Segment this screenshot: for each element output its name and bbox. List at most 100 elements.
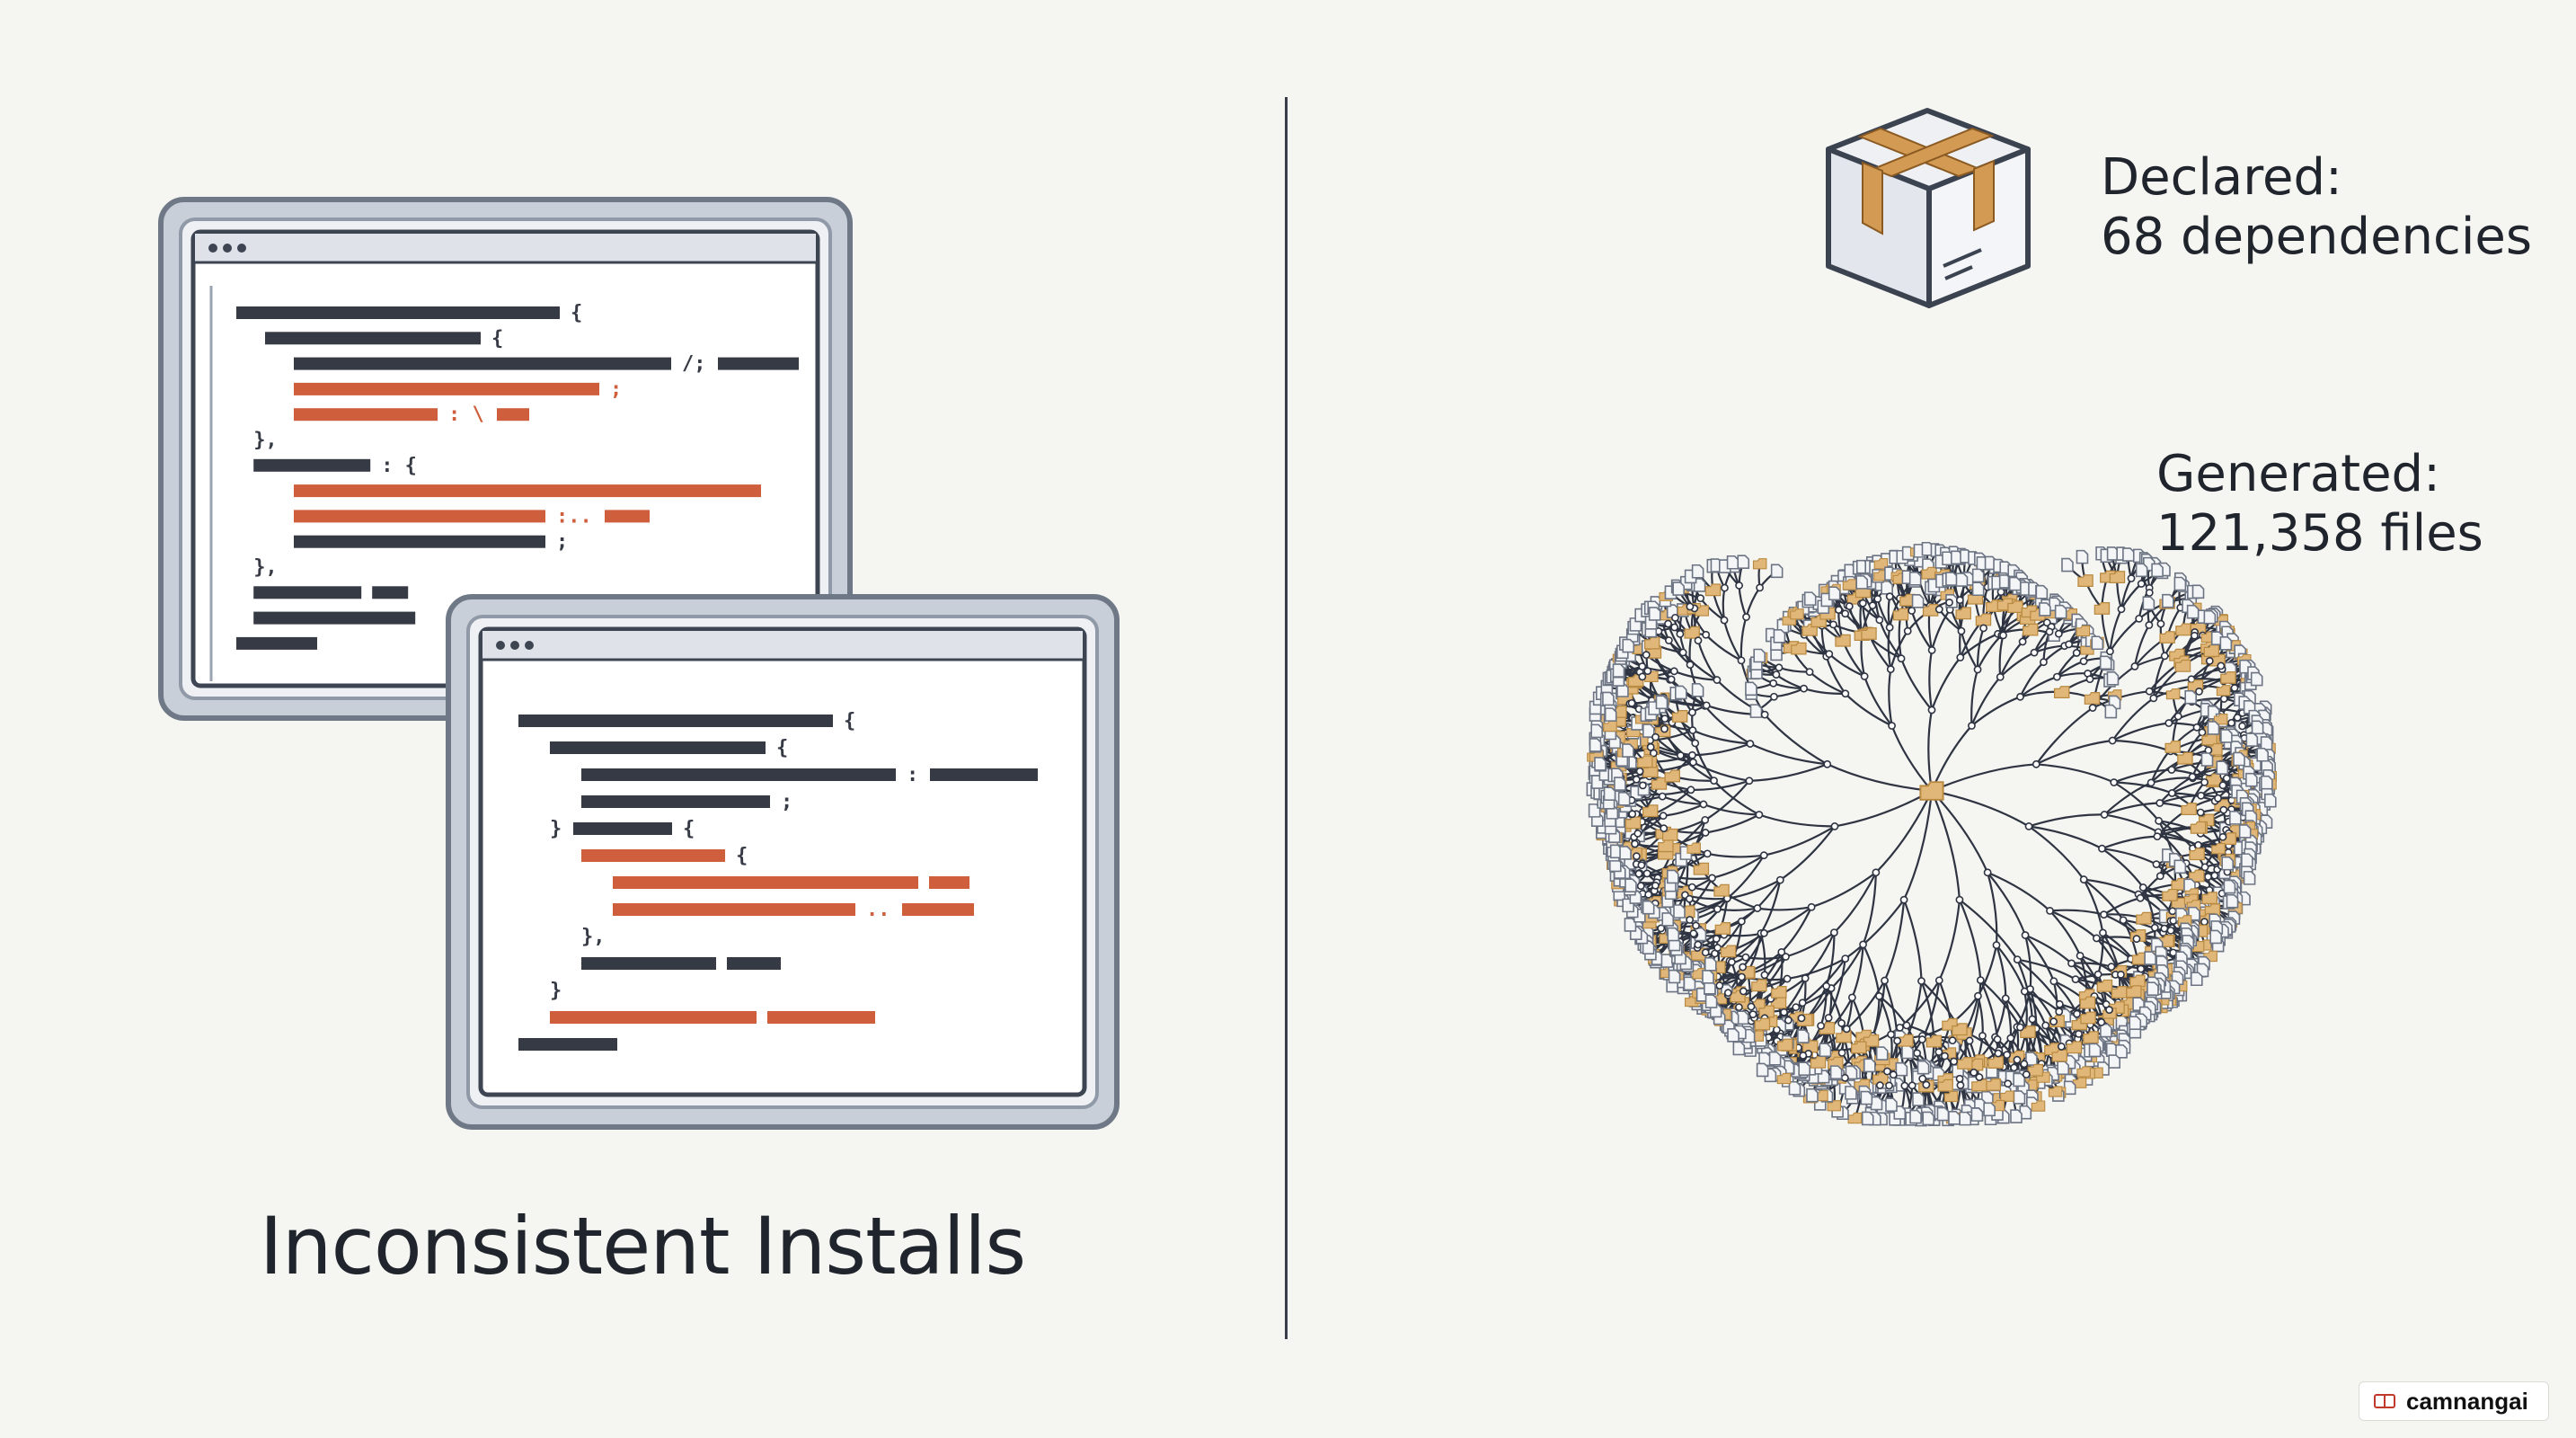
code-window-front-screen xyxy=(478,626,1087,1097)
tree-node xyxy=(1801,974,1810,982)
tree-node xyxy=(2168,907,2177,916)
tree-edge xyxy=(1773,688,1805,698)
tree-node xyxy=(2065,640,2074,649)
tree-node xyxy=(1671,613,1679,622)
tree-edge xyxy=(1722,619,1743,661)
code-symbol: /; xyxy=(682,353,706,376)
tree-node xyxy=(2040,658,2048,667)
tree-node xyxy=(1756,583,1764,592)
folder-icon-body xyxy=(2189,848,2205,861)
file-icon xyxy=(1648,607,1661,621)
tree-node xyxy=(1660,824,1669,833)
file-icon xyxy=(1749,704,1763,718)
file-icon-body xyxy=(1603,786,1616,801)
tree-node xyxy=(1775,663,1784,672)
tree-node xyxy=(2160,652,2169,661)
folder-icon-body xyxy=(2022,623,2039,636)
tree-edge xyxy=(1825,931,1836,988)
folder-icon-body xyxy=(2162,888,2178,901)
file-icon xyxy=(2122,547,2135,562)
tree-node xyxy=(1739,963,1748,972)
code-symbol: { xyxy=(844,710,855,732)
tree-node xyxy=(1760,971,1769,980)
file-icon xyxy=(1691,564,1704,579)
file-icon-body xyxy=(1955,573,1969,587)
tree-node xyxy=(2200,777,2209,786)
tree-edge xyxy=(1938,979,1954,1042)
code-symbol: ; xyxy=(610,378,622,401)
tree-edge xyxy=(1995,944,2026,993)
code-window-front-dot xyxy=(525,641,534,650)
code-token xyxy=(518,715,833,727)
tree-edge xyxy=(1883,899,1906,982)
tree-node xyxy=(1638,662,1647,670)
file-icon-body xyxy=(1622,743,1634,758)
tree-node xyxy=(2052,672,2061,681)
tree-edge xyxy=(1748,742,1828,766)
tree-edge xyxy=(1740,879,1782,923)
tree-edge xyxy=(1874,789,1934,874)
file-icon-body xyxy=(2264,793,2277,808)
tree-node xyxy=(1753,904,1762,912)
code-token xyxy=(294,357,671,370)
file-icon xyxy=(1642,940,1655,954)
folder-icon xyxy=(1658,839,1674,853)
tree-node xyxy=(1688,726,1697,734)
file-icon xyxy=(1797,1029,1810,1043)
file-icon-body xyxy=(1691,683,1704,697)
file-icon-body xyxy=(1971,581,1985,597)
folder-icon xyxy=(2022,623,2039,636)
tree-edge xyxy=(1702,803,1760,816)
tree-edge xyxy=(1899,657,1934,712)
tree-node xyxy=(1777,947,1786,956)
file-icon xyxy=(2216,760,2229,775)
tree-node xyxy=(2200,863,2209,872)
code-window-back-titlebar xyxy=(195,234,816,262)
tree-node xyxy=(1721,583,1729,592)
file-icon xyxy=(1594,757,1607,771)
tree-node xyxy=(1955,596,1964,605)
tree-edge xyxy=(1706,852,1766,858)
tree-edge xyxy=(1995,944,2007,999)
folder-icon-body xyxy=(1955,607,1971,620)
tree-node xyxy=(2205,657,2214,665)
tree-node xyxy=(1760,710,1769,719)
tree-edge xyxy=(1825,655,1846,695)
tree-edge xyxy=(1930,763,2038,793)
file-icon xyxy=(2039,602,2051,617)
tree-node xyxy=(1676,751,1685,759)
tree-node xyxy=(1670,623,1679,632)
code-token xyxy=(294,510,545,523)
tree-node xyxy=(1887,1030,1896,1039)
folder-icon xyxy=(2190,821,2207,834)
tree-edge xyxy=(2016,958,2077,981)
tree-node xyxy=(1650,749,1658,758)
code-token xyxy=(253,611,416,625)
folder-icon xyxy=(1671,710,1688,723)
folder-icon xyxy=(1751,979,1767,992)
code-token xyxy=(573,822,672,835)
tree-node xyxy=(1702,701,1711,710)
file-icon xyxy=(2221,856,2234,871)
file-icon-body xyxy=(2035,584,2049,599)
tree-node xyxy=(2156,619,2165,628)
code-token xyxy=(518,1038,617,1051)
folder-icon xyxy=(1693,862,1710,875)
file-icon xyxy=(2229,811,2242,825)
code-window-back: {{/;;: \},: {:..;}, xyxy=(158,197,853,721)
tree-node xyxy=(1685,894,1694,903)
tree-node xyxy=(2137,580,2146,588)
code-symbol: ; xyxy=(556,531,568,554)
tree-node xyxy=(1658,792,1667,801)
tree-node xyxy=(2147,778,2156,787)
tree-node xyxy=(1973,665,1982,674)
file-icon-body xyxy=(1655,695,1669,710)
folder-icon xyxy=(1686,842,1701,854)
folder-icon-body xyxy=(2136,911,2152,925)
folder-icon xyxy=(1642,804,1659,818)
folder-icon-body xyxy=(2201,892,2217,905)
folder-icon xyxy=(2165,688,2181,700)
file-icon-body xyxy=(1668,969,1681,984)
folder-icon-body xyxy=(1791,642,1807,655)
tree-edge xyxy=(1887,626,1892,670)
